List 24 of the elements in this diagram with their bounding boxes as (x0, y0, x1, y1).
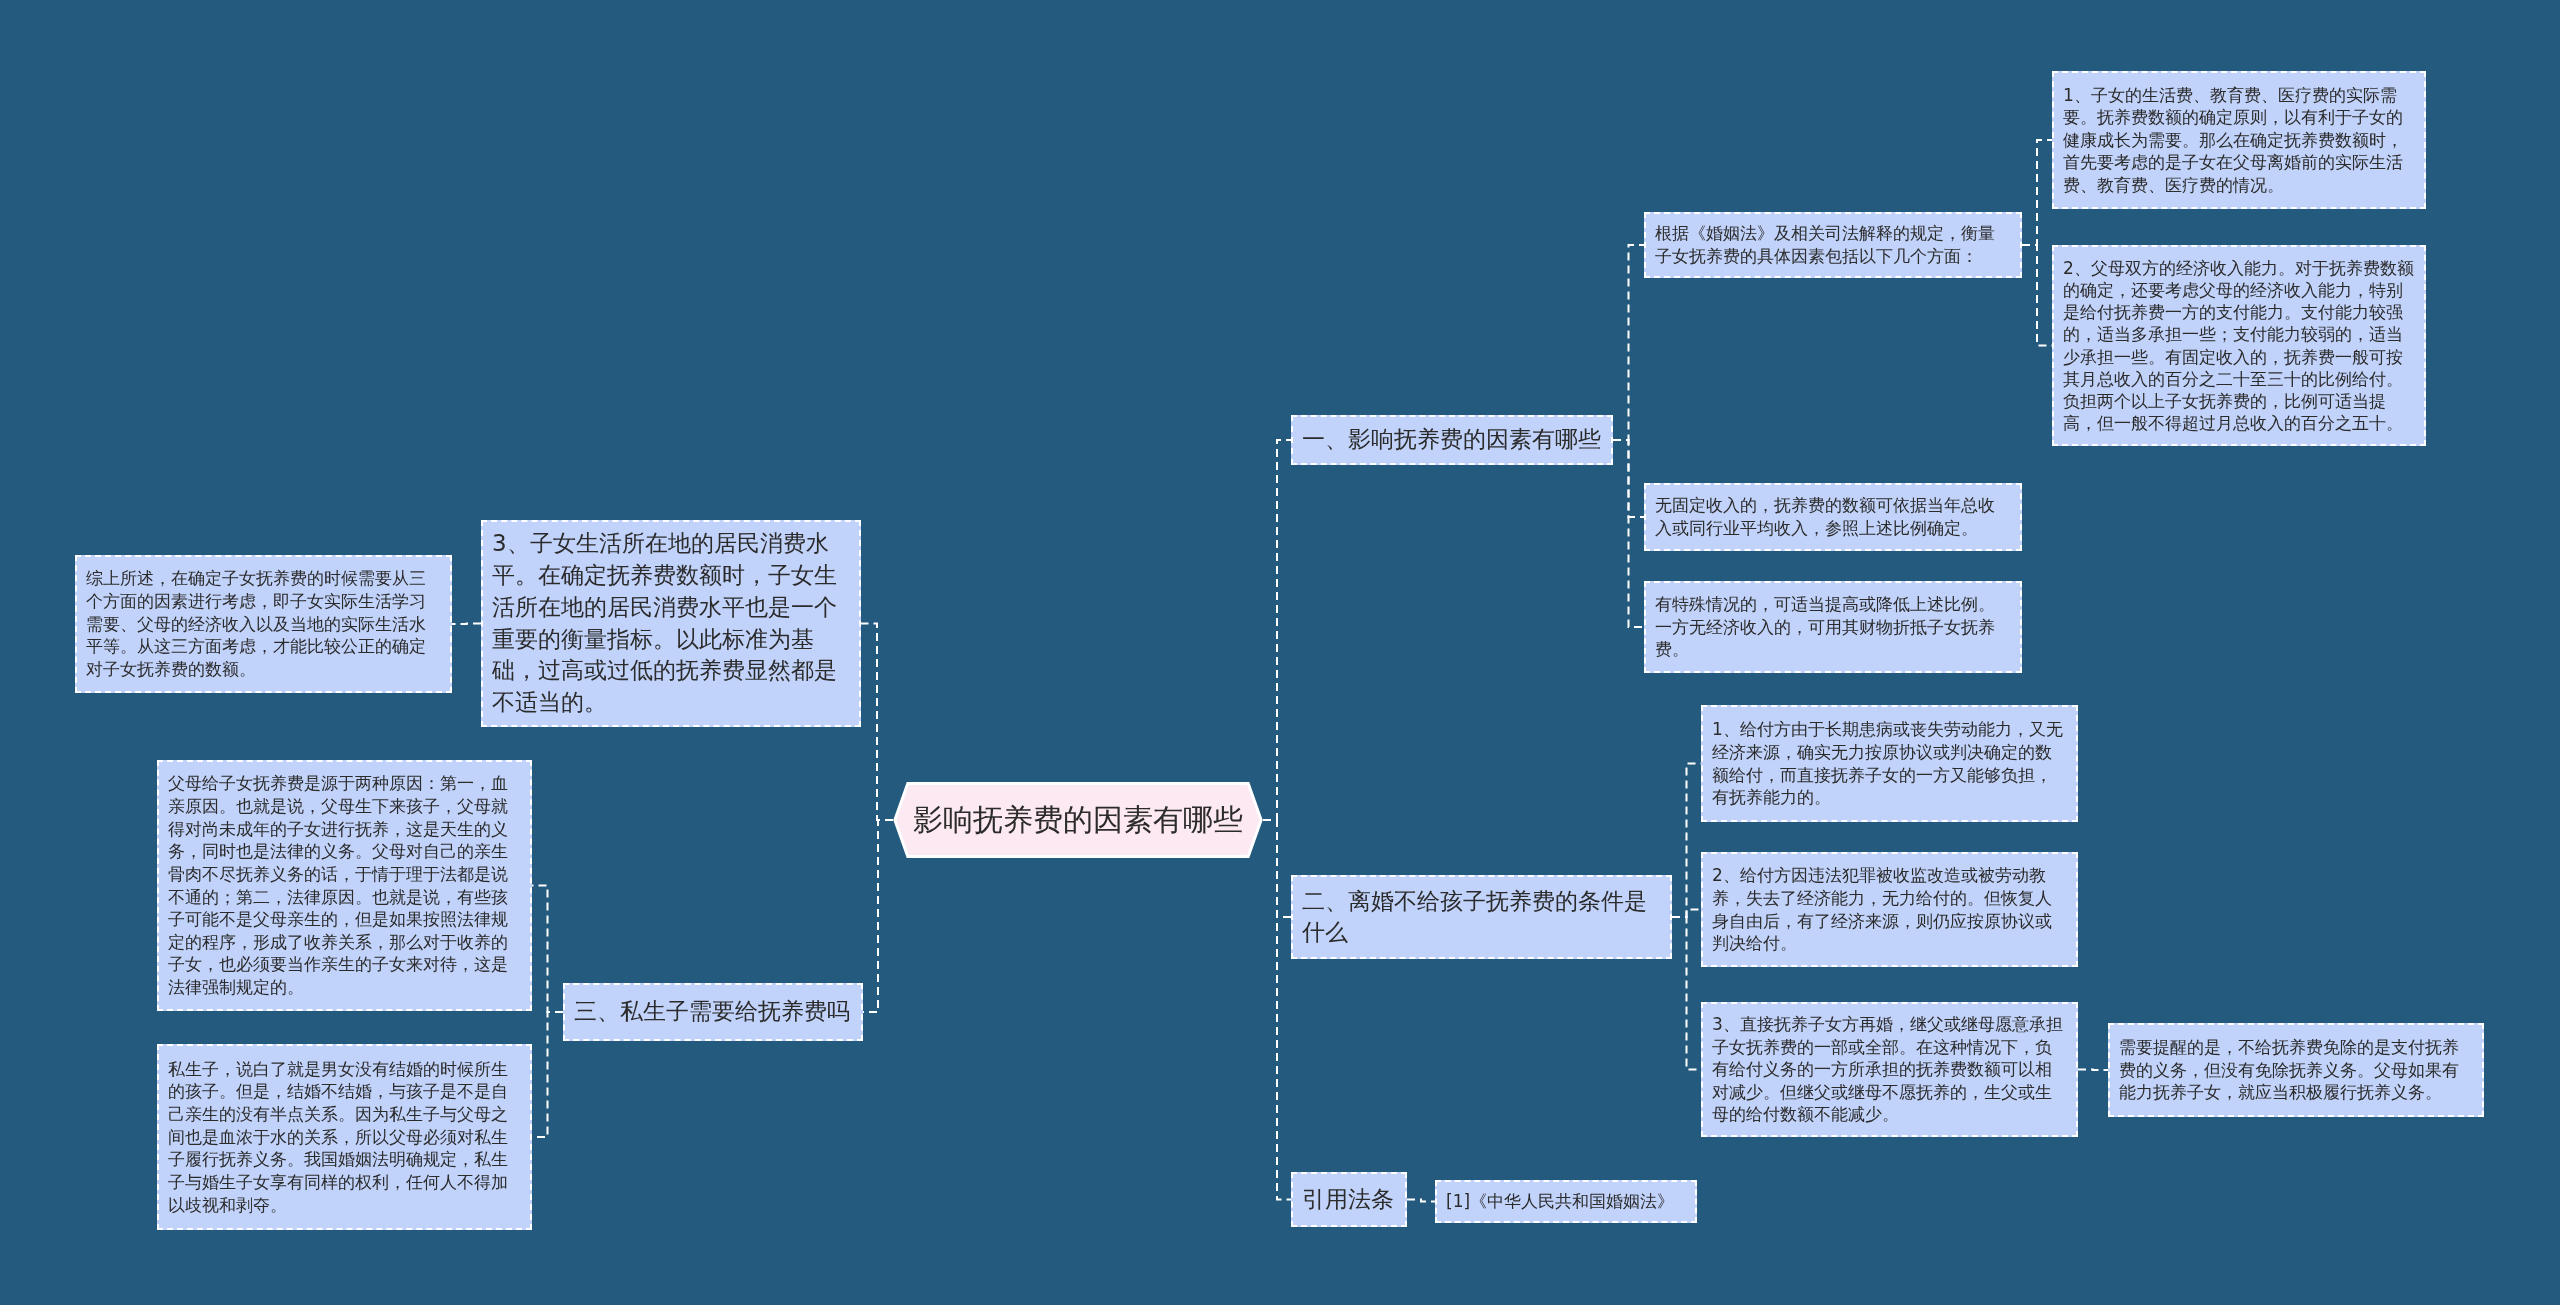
note-box: 有特殊情况的，可适当提高或降低上述比例。一方无经济收入的，可用其财物折抵子女抚养费。 (1644, 581, 2022, 673)
topic-box: 一、影响抚养费的因素有哪些 (1291, 415, 1613, 465)
note-box: 1、给付方由于长期患病或丧失劳动能力，又无经济来源，确实无力按原协议或判决确定的数额给付，而直接抚养子女的一方又能够负担，有抚养能力的。 (1701, 705, 2078, 822)
note-box: [1]《中华人民共和国婚姻法》 (1435, 1180, 1697, 1223)
note-box: 2、给付方因违法犯罪被收监改造或被劳动教养，失去了经济能力，无力给付的。但恢复人身自由后，有了经济来源，则仍应按原协议或判决给付。 (1701, 852, 2078, 967)
central-topic-hexagon: 影响抚养费的因素有哪些 (893, 782, 1263, 858)
connector-line (2077, 1068, 2109, 1071)
note-box: 1、子女的生活费、教育费、医疗费的实际需要。抚养费数额的确定原则，以有利于子女的健康成长为需要。那么在确定抚养费数额时，首先要考虑的是子女在父母离婚前的实际生活费、教育费、医疗费的情况。 (2052, 71, 2426, 209)
connector-line (1406, 1198, 1436, 1203)
note-box: 综上所述，在确定子女抚养费的时候需要从三个方面的因素进行考虑，即子女实际生活学习需要、父母的经济收入以及当地的实际生活水平等。从这三方面考虑，才能比较公正的确定对子女抚养费的数额。 (75, 555, 452, 693)
note-box: 需要提醒的是，不给抚养费免除的是支付抚养费的义务，但没有免除抚养义务。父母如果有能力抚养子女，就应当积极履行抚养义务。 (2108, 1023, 2484, 1117)
topic-box: 二、离婚不给孩子抚养费的条件是什么 (1291, 875, 1672, 959)
connector-line (1612, 439, 1645, 628)
note-box: 父母给子女抚养费是源于两种原因：第一，血亲原因。也就是说，父母生下来孩子，父母就得对尚未成年的子女进行抚养，这是天生的义务，同时也是法律的义务。父母对自己的亲生骨肉不尽抚养义务的话，于情于理于法都是说不通的；第二，法律原因。也就是说，有些孩子可能不是父母亲生的，但是如果按照法律规定的程序，形成了收养关系，那么对于收养的子女，也必须要当作亲生的子女来对待，这是法律强制规定的。 (157, 760, 532, 1011)
connector-line (451, 622, 482, 625)
note-box: 私生子，说白了就是男女没有结婚的时候所生的孩子。但是，结婚不结婚，与孩子是不是自己亲生的没有半点关系。因为私生子与父母之间也是血浓于水的关系，所以父母必须对私生子履行抚养义务。我国婚姻法明确规定，私生子与婚生子女享有同样的权利，任何人不得加以歧视和剥夺。 (157, 1044, 532, 1230)
note-box: 2、父母双方的经济收入能力。对于抚养费数额的确定，还要考虑父母的经济收入能力，特别是给付抚养费一方的支付能力。支付能力较强的，适当多承担一些；支付能力较弱的，适当少承担一些。有固定收入的，抚养费一般可按其月总收入的百分之二十至三十的比例给付。负担两个以上子女抚养费的，比例可适当提高，但一般不得超过月总收入的百分之五十。 (2052, 245, 2426, 446)
note-box: 3、直接抚养子女方再婚，继父或继母愿意承担子女抚养费的一部或全部。在这种情况下，负有给付义务的一方所承担的抚养费数额可以相对减少。但继父或继母不愿抚养的，生父或生母的给付数额不能减少。 (1701, 1002, 2078, 1137)
topic-box: 3、子女生活所在地的居民消费水平。在确定抚养费数额时，子女生活所在地的居民消费水平也是一个重要的衡量指标。以此标准为基础，过高或过低的抚养费显然都是不适当的。 (481, 520, 861, 727)
topic-box: 三、私生子需要给抚养费吗 (563, 983, 863, 1041)
topic-box: 引用法条 (1291, 1172, 1407, 1227)
connector-line (860, 622, 894, 821)
note-box: 无固定收入的，抚养费的数额可依据当年总收入或同行业平均收入，参照上述比例确定。 (1644, 483, 2022, 551)
note-box: 根据《婚姻法》及相关司法解释的规定，衡量子女抚养费的具体因素包括以下几个方面： (1644, 212, 2022, 278)
